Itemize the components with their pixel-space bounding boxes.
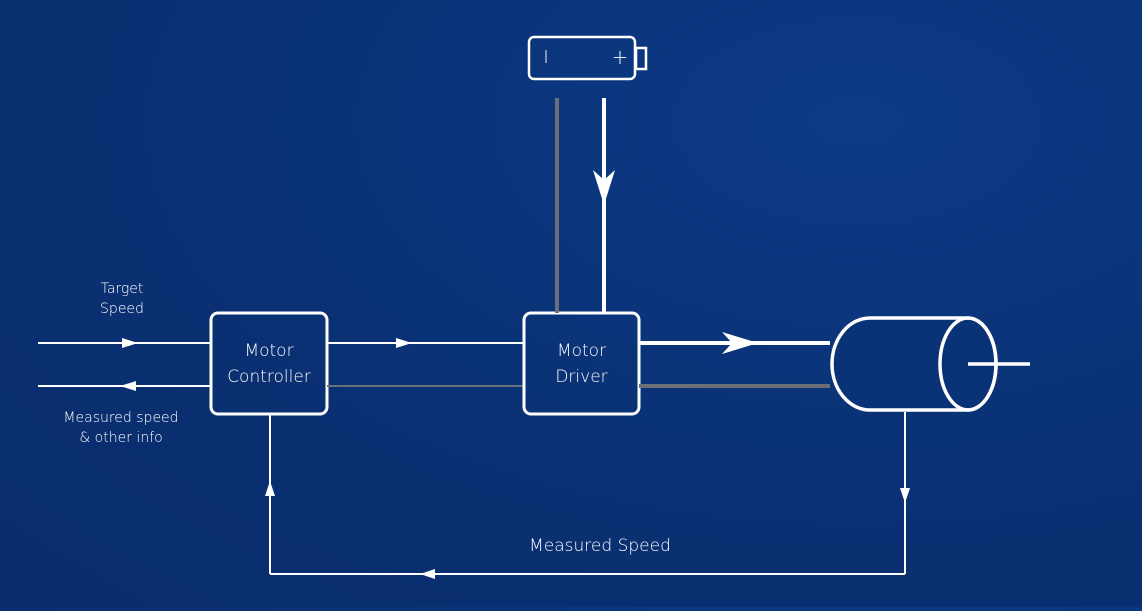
controller-to-driver-arrow (327, 338, 524, 348)
battery-positive-symbol: + (611, 45, 629, 69)
battery-negative-symbol: I (543, 47, 549, 68)
feedback-measured-speed-label: Measured Speed (529, 536, 671, 556)
target-speed-arrow (38, 338, 210, 348)
measured-speed-info-label: Measured speed & other info (63, 410, 179, 447)
motor-controller-block (209, 311, 329, 416)
driver-to-motor-power-arrow (639, 332, 830, 354)
target-speed-label: Target Speed (100, 281, 144, 318)
motor-cylinder-icon (830, 316, 1030, 412)
motor-driver-block (522, 311, 641, 416)
battery-icon (527, 35, 648, 81)
battery-supply-arrow (593, 98, 615, 313)
motor-controller-label: Motor Controller (227, 341, 311, 387)
motor-driver-label: Motor Driver (555, 341, 608, 387)
measured-info-arrow (38, 381, 210, 391)
feedback-loop (265, 412, 910, 579)
